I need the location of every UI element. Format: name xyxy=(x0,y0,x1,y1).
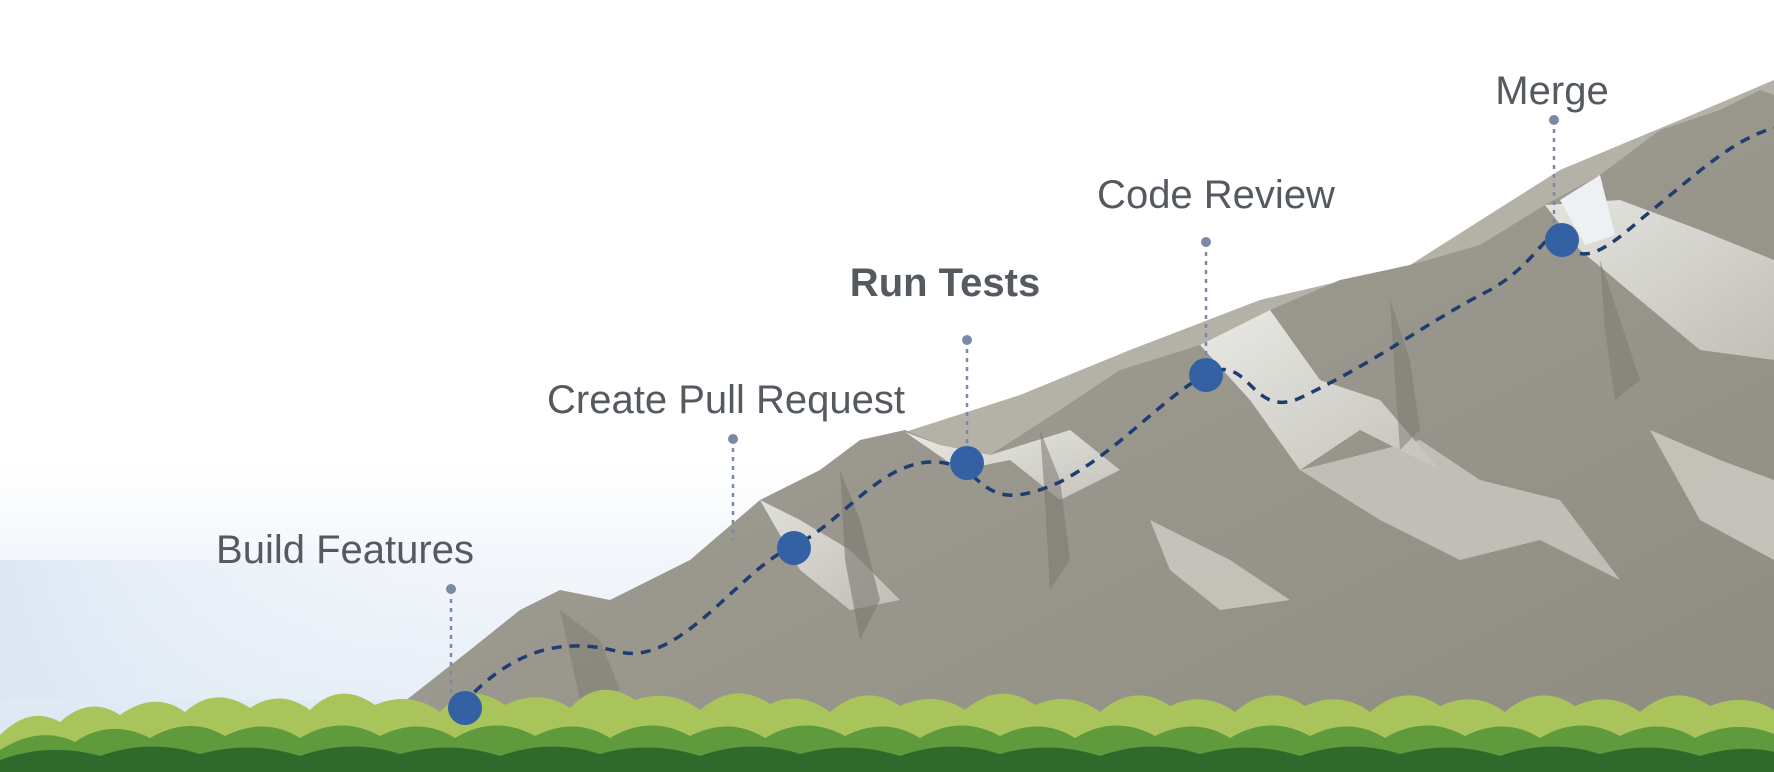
step-label-build-features: Build Features xyxy=(216,528,474,572)
step-label-run-tests: Run Tests xyxy=(849,261,1041,305)
milestone-build-features xyxy=(448,691,482,725)
leader-dot xyxy=(1201,237,1211,247)
mountain-body xyxy=(400,90,1774,772)
leader-dot xyxy=(1549,115,1559,125)
leader-dot xyxy=(446,584,456,594)
milestone-merge xyxy=(1545,223,1579,257)
milestone-run-tests xyxy=(950,446,984,480)
leader-dot xyxy=(962,335,972,345)
milestone-code-review xyxy=(1189,358,1223,392)
milestone-create-pull-request xyxy=(777,531,811,565)
leader-dot xyxy=(728,434,738,444)
step-label-code-review: Code Review xyxy=(1097,173,1335,217)
foreground-bushes xyxy=(0,689,1774,772)
step-label-merge: Merge xyxy=(1495,69,1609,113)
step-label-create-pull-request: Create Pull Request xyxy=(547,378,905,422)
